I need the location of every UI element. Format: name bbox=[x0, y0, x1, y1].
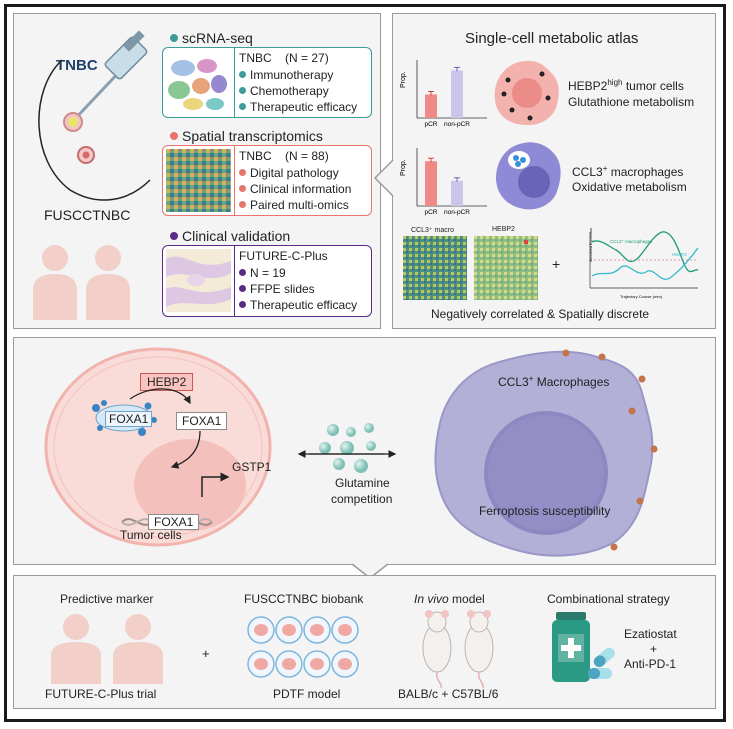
bar2-ylabel: Prop. bbox=[400, 159, 407, 176]
spatial-card: TNBC (N = 88) Digital pathology Clinical… bbox=[162, 145, 372, 216]
translation-panel bbox=[13, 575, 716, 709]
clinical-card: FUTURE-C-Plus N = 19 FFPE slides Therape… bbox=[162, 245, 372, 317]
mice-icon bbox=[422, 610, 494, 689]
trajectory-series-ccl3: CCL3⁺ macrophages bbox=[610, 239, 653, 244]
marker-label: FUTURE-C-Plus trial bbox=[45, 687, 157, 701]
clinical-header: Clinical validation bbox=[170, 228, 290, 244]
ffpe-thumbnail bbox=[166, 249, 231, 312]
spatial-card-divider bbox=[234, 146, 235, 215]
drug2-label: Anti-PD-1 bbox=[624, 657, 677, 671]
scrna-header: scRNA-seq bbox=[170, 30, 253, 46]
biobank-label: PDTF model bbox=[273, 687, 341, 701]
biobank-title: FUSCCTNBC biobank bbox=[244, 592, 364, 606]
spatial-thumbnail bbox=[166, 149, 231, 212]
hebp2-box: HEBP2 bbox=[140, 373, 194, 391]
mechanism-arrows bbox=[129, 388, 230, 497]
spatial-header: Spatial transcriptomics bbox=[170, 128, 323, 144]
scrna-card: TNBC (N = 27) Immunotherapy Chemotherapy… bbox=[162, 47, 372, 118]
trajectory-series-hebp2: HEBP2 bbox=[672, 252, 687, 257]
clinical-item: FFPE slides bbox=[239, 282, 315, 296]
umap-thumbnail bbox=[168, 59, 227, 110]
clinical-item: Therapeutic efficacy bbox=[239, 298, 357, 312]
ccl3-spatial-map bbox=[403, 236, 467, 300]
clinical-card-divider bbox=[234, 246, 235, 316]
bar2-bar-0 bbox=[425, 161, 437, 206]
hebp2-cell-label: HEBP2high tumor cells bbox=[568, 78, 684, 93]
hebp2-tumor-cell-icon bbox=[494, 60, 559, 126]
scrna-item: Chemotherapy bbox=[239, 84, 329, 98]
bar1-bar-1 bbox=[451, 70, 463, 118]
predictive-marker-patients-icon bbox=[51, 614, 163, 684]
gstp1-label: GSTP1 bbox=[232, 460, 272, 474]
bar-chart-hebp2: Prop. pCR non-pCR bbox=[400, 60, 487, 128]
atlas-title: Single-cell metabolic atlas bbox=[465, 30, 639, 47]
bar1-ylabel: Prop. bbox=[400, 71, 407, 88]
ccl3-macrophage-icon bbox=[496, 142, 561, 210]
bar2-tick-1: non-pCR bbox=[444, 209, 470, 216]
bar2-tick-0: pCR bbox=[424, 209, 437, 216]
figure-frame bbox=[4, 4, 726, 722]
bar1-bar-0 bbox=[425, 94, 437, 118]
map2-label: HEBP2 bbox=[492, 226, 515, 233]
scrna-cohort: TNBC (N = 27) bbox=[239, 51, 329, 65]
tnbc-label: TNBC bbox=[56, 57, 98, 74]
clinical-dot bbox=[170, 232, 178, 240]
drug-plus-label: + bbox=[650, 642, 658, 656]
bar1-tick-1: non-pCR bbox=[444, 121, 470, 128]
patients-icon bbox=[33, 245, 130, 320]
bar2-bar-1 bbox=[451, 180, 463, 206]
competition-label: competition bbox=[331, 492, 393, 506]
spatial-dot bbox=[170, 132, 178, 140]
cohort-label: FUSCCTNBC bbox=[44, 207, 131, 223]
foxa1-box-free: FOXA1 bbox=[176, 412, 228, 430]
macrophage-cell-icon bbox=[434, 349, 658, 557]
invivo-title: In vivo model bbox=[414, 592, 485, 606]
hebp2-spatial-map bbox=[474, 236, 538, 300]
ccl3-cell-label: CCL3+ macrophages bbox=[572, 164, 684, 179]
biopsy-illustration bbox=[38, 30, 151, 201]
atlas-plus: + bbox=[552, 256, 561, 272]
clinical-trial-title: FUTURE-C-Plus bbox=[239, 249, 328, 263]
drug1-label: Ezatiostat bbox=[624, 627, 677, 641]
spatial-cohort: TNBC (N = 88) bbox=[239, 149, 329, 163]
ferroptosis-label: Ferroptosis susceptibility bbox=[479, 504, 611, 518]
hebp2-metabolism-label: Glutathione metabolism bbox=[568, 95, 695, 109]
scrna-card-divider bbox=[234, 48, 235, 117]
bar-chart-ccl3: Prop. pCR non-pCR bbox=[400, 148, 487, 216]
spatial-item: Digital pathology bbox=[239, 166, 339, 180]
pdtf-wells-icon bbox=[247, 616, 359, 678]
trajectory-xlabel: Trajectory Course (mm) bbox=[620, 294, 663, 299]
foxa1-box-nuclear: FOXA1 bbox=[148, 514, 200, 530]
panel-notch bbox=[373, 159, 394, 197]
clinical-item: N = 19 bbox=[239, 266, 286, 280]
scrna-item: Therapeutic efficacy bbox=[239, 100, 357, 114]
atlas-caption: Negatively correlated & Spatially discre… bbox=[431, 307, 650, 321]
combo-title: Combinational strategy bbox=[547, 592, 670, 606]
tumor-cells-label: Tumor cells bbox=[120, 528, 182, 542]
spatial-item: Clinical information bbox=[239, 182, 351, 196]
drug-bottle-icon bbox=[552, 612, 615, 682]
map1-label: CCL3⁺ macro bbox=[411, 227, 454, 234]
bar1-tick-0: pCR bbox=[424, 121, 437, 128]
ccl3-metabolism-label: Oxidative metabolism bbox=[572, 180, 687, 194]
scrna-dot bbox=[170, 34, 178, 42]
spatial-title: Spatial transcriptomics bbox=[182, 128, 323, 144]
trajectory-plot: Smoothed Expression Trajectory Course (m… bbox=[589, 228, 699, 299]
tumor-cell-icon bbox=[44, 347, 272, 547]
marker-title: Predictive marker bbox=[60, 592, 154, 606]
invivo-label: BALB/c + C57BL/6 bbox=[398, 687, 499, 701]
spatial-item: Paired multi-omics bbox=[239, 198, 349, 212]
macrophage-label: CCL3+ Macrophages bbox=[498, 374, 610, 389]
trajectory-ylabel: Smoothed Expression bbox=[589, 228, 593, 262]
bottom-plus: + bbox=[202, 646, 210, 661]
scrna-title: scRNA-seq bbox=[182, 30, 253, 46]
foxa1-box-bound: FOXA1 bbox=[105, 411, 153, 427]
scrna-item: Immunotherapy bbox=[239, 68, 333, 82]
glutamine-molecules-icon bbox=[297, 423, 397, 473]
clinical-title: Clinical validation bbox=[182, 228, 291, 244]
glutamine-label: Glutamine bbox=[335, 476, 390, 490]
